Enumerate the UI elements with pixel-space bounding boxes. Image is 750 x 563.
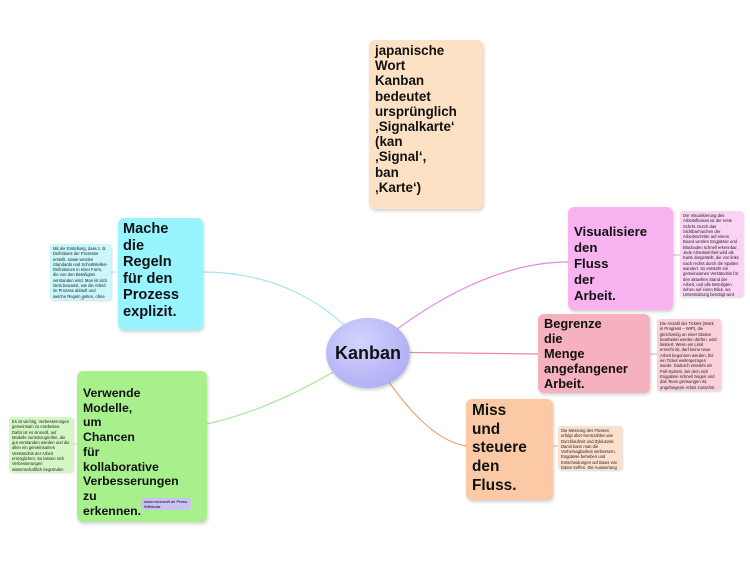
central-topic-label: Kanban [334,342,401,363]
note-measure[interactable]: Die Messung des Flusses erfolgt über Ken… [558,426,622,470]
note-models[interactable]: Es ist wichtig, Verbesserungen gemeinsam… [9,417,73,472]
topic-rules[interactable]: Mache die Regeln für den Prozess explizi… [118,218,203,330]
central-topic[interactable]: Kanban [326,318,410,388]
topic-limit[interactable]: Begrenze die Menge angefangener Arbeit. [538,314,650,393]
topic-definition[interactable]: japanische Wort Kanban bedeutet ursprüng… [369,40,483,209]
note-limit[interactable]: Die Anzahl der Tickets (Work in Progress… [657,319,721,391]
topic-measure[interactable]: Miss und steuere den Fluss. [466,399,553,500]
topic-visualize[interactable]: Visualisiere den Fluss der Arbeit. [568,207,673,310]
topic-models[interactable]: Verwende Modelle, um Chancen für kollabo… [77,371,207,522]
hyperlink-models[interactable]: www.microsoft.de Press-Wiktionär [141,498,191,510]
note-rules[interactable]: Mit der Erstellung, dass z. B. Definitio… [50,244,111,300]
note-visualize[interactable]: Die Visualisierung des Arbeitsflusses is… [680,211,743,297]
